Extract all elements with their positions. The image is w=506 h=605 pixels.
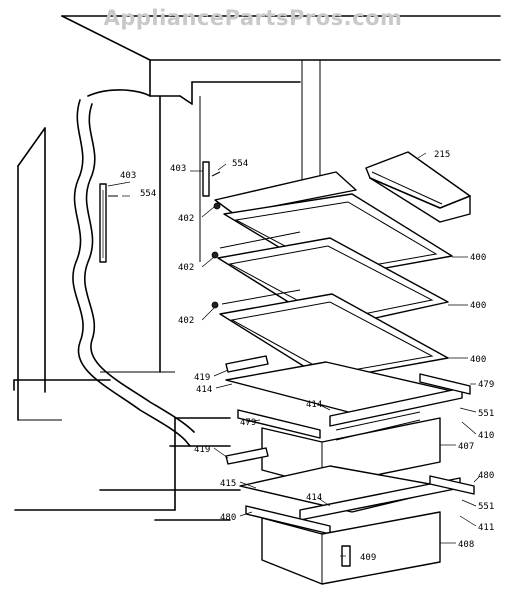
part-419-rail-upper — [225, 355, 269, 373]
callout-400: 400 — [470, 301, 486, 311]
callout-403: 403 — [120, 171, 136, 181]
callout-554: 554 — [232, 159, 248, 169]
callout-551: 551 — [478, 409, 494, 419]
part-479-rail-left — [237, 409, 321, 439]
callout-415: 415 — [220, 479, 236, 489]
part-414-crisper-cover — [225, 361, 463, 427]
part-480-rail-right — [429, 475, 475, 495]
callout-551: 551 — [478, 502, 494, 512]
callout-419: 419 — [194, 373, 210, 383]
callout-480: 480 — [478, 471, 494, 481]
part-215-door-bin — [365, 151, 471, 223]
shelf-bracket-right — [202, 161, 221, 197]
callout-554: 554 — [140, 189, 156, 199]
callout-479: 479 — [478, 380, 494, 390]
callout-409: 409 — [360, 553, 376, 563]
callout-402: 402 — [178, 263, 194, 273]
shelf-bracket-left — [99, 183, 118, 263]
callout-408: 408 — [458, 540, 474, 550]
part-415-drawer-cover — [239, 465, 461, 521]
part-479-rail-right — [419, 373, 471, 395]
callout-411: 411 — [478, 523, 494, 533]
part-419-rail-lower — [225, 447, 269, 465]
callout-407: 407 — [458, 442, 474, 452]
callout-414: 414 — [196, 385, 212, 395]
callout-400: 400 — [470, 253, 486, 263]
callout-414: 414 — [306, 493, 322, 503]
callout-419: 419 — [194, 445, 210, 455]
callout-410: 410 — [478, 431, 494, 441]
door-gasket — [72, 89, 231, 447]
cabinet-frame — [13, 15, 501, 521]
callout-labels: 403 554 403 554 215 402 402 402 400 400 … — [120, 150, 494, 563]
callout-414: 414 — [306, 400, 322, 410]
callout-480: 480 — [220, 513, 236, 523]
callout-402: 402 — [178, 316, 194, 326]
watermark: AppliancePartsPros.com — [103, 6, 403, 30]
callout-400: 400 — [470, 355, 486, 365]
callout-402: 402 — [178, 214, 194, 224]
leader-lines — [107, 152, 481, 557]
callout-479: 479 — [240, 418, 256, 428]
part-410-drawer-upper — [261, 411, 441, 487]
callout-403: 403 — [170, 164, 186, 174]
callout-215: 215 — [434, 150, 450, 160]
